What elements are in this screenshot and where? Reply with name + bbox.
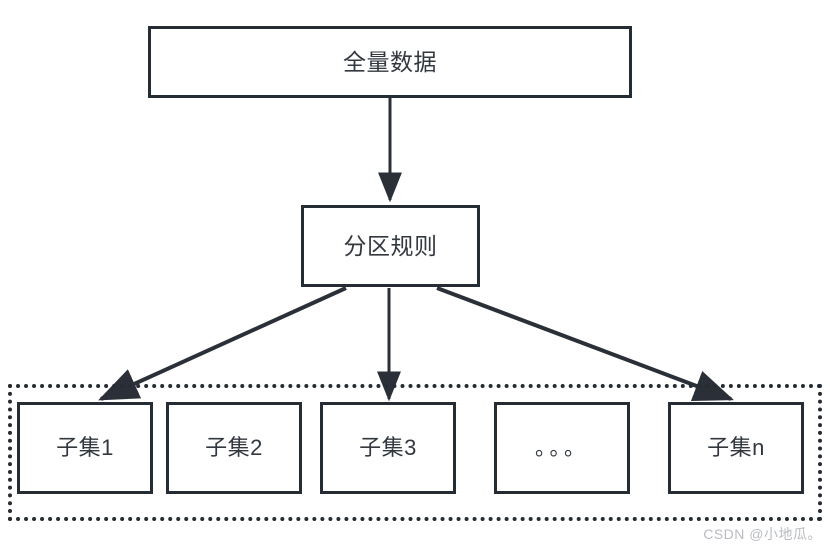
node-subset-3[interactable]: 子集3 [320,402,456,494]
node-subset-2[interactable]: 子集2 [166,402,302,494]
node-full-data-label: 全量数据 [343,48,437,75]
node-partition-rule[interactable]: 分区规则 [301,205,480,287]
node-subset-ellipsis[interactable]: 。。。 [494,402,630,494]
node-subset-2-label: 子集2 [205,435,263,460]
node-subset-ellipsis-label: 。。。 [535,436,589,460]
subset-group-boundary [8,384,822,521]
watermark-text: CSDN @小地瓜。 [703,526,822,542]
edge-rule-to-subset-n [436,286,734,401]
node-subset-1-label: 子集1 [56,435,114,460]
node-full-data[interactable]: 全量数据 [148,26,632,98]
node-subset-1[interactable]: 子集1 [17,402,153,494]
edge-rule-to-subset-1 [98,286,347,401]
node-subset-n-label: 子集n [707,435,765,460]
node-partition-rule-label: 分区规则 [343,232,438,259]
node-subset-3-label: 子集3 [359,435,417,460]
node-subset-n[interactable]: 子集n [668,402,804,494]
